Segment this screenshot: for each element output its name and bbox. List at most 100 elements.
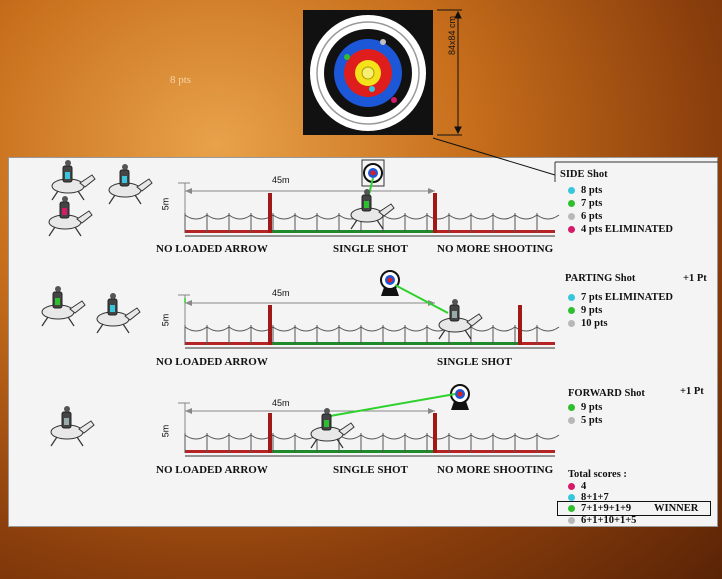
zone-post (268, 193, 272, 233)
legend-parting-bonus: +1 Pt (683, 273, 707, 284)
totals-item-winner: 7+1+9+1+9 (568, 503, 631, 514)
zone-label-no-loaded-1: NO LOADED ARROW (156, 243, 268, 255)
horse-leg-icon (48, 226, 56, 237)
distance-label-2: 45m (272, 288, 290, 298)
rider-head-icon (62, 196, 68, 202)
horse-head-icon (76, 210, 93, 224)
horse-head-icon (124, 307, 141, 321)
rider-color-icon (62, 208, 67, 215)
rider-color-icon (55, 298, 60, 305)
totals-title: Total scores : (568, 469, 627, 480)
top-note: 8 pts (170, 74, 192, 86)
horse-head-icon (79, 174, 96, 188)
zone-post (268, 413, 272, 453)
horse-leg-icon (310, 438, 318, 449)
rider-color-icon (364, 201, 369, 208)
gray-dot-icon (568, 417, 575, 425)
winner-label: WINNER (654, 503, 699, 514)
legend-side-title: SIDE Shot (560, 169, 608, 180)
zone-label-single-shot-3: SINGLE SHOT (333, 464, 408, 476)
distance-label-1: 45m (272, 175, 290, 185)
distance-arrow (185, 300, 192, 306)
horse-head-icon (69, 300, 86, 314)
green-dot-icon (568, 404, 575, 412)
gray-dot-icon (568, 213, 575, 221)
totals-item: 8+1+7 (568, 492, 609, 503)
rider-head-icon (364, 189, 370, 195)
winner-box (557, 501, 711, 516)
rider-head-icon (65, 160, 71, 166)
magenta-dot-icon (568, 483, 575, 491)
legend-side-item: 8 pts (568, 185, 602, 196)
gray-dot-icon (568, 320, 575, 328)
rider-head-icon (64, 406, 70, 412)
mini-target-center-icon (457, 391, 463, 397)
horse-leg-icon (350, 219, 358, 230)
zone-label-no-loaded-3: NO LOADED ARROW (156, 464, 268, 476)
horse-head-icon (78, 420, 95, 434)
distance-arrow (428, 408, 435, 414)
rider-color-icon (110, 305, 115, 312)
horse-head-icon (378, 203, 395, 217)
legend-forward-bonus: +1 Pt (680, 386, 704, 397)
horse-leg-icon (464, 329, 472, 340)
zone-label-no-loaded-2: NO LOADED ARROW (156, 356, 268, 368)
archery-target-icon (310, 15, 426, 131)
rider-head-icon (122, 164, 128, 170)
zone-label-single-shot-1: SINGLE SHOT (333, 243, 408, 255)
rider-color-icon (64, 418, 69, 425)
mini-target-center-icon (387, 277, 393, 283)
distance-arrow (428, 300, 435, 306)
cyan-dot-icon (568, 187, 575, 195)
horse-head-icon (136, 178, 153, 192)
cyan-dot-icon (568, 294, 575, 302)
shot-line (394, 284, 449, 314)
shot-line (329, 393, 456, 417)
height-label-2: 5m (160, 313, 171, 327)
zone-post (268, 305, 272, 345)
green-dot-icon (568, 200, 575, 208)
rider-head-icon (324, 408, 330, 414)
horse-leg-icon (122, 323, 130, 334)
zone-label-no-more-1: NO MORE SHOOTING (437, 243, 554, 255)
zone-post (433, 193, 437, 233)
legend-side-item: 6 pts (568, 211, 602, 222)
legend-forward-item: 9 pts (568, 402, 602, 413)
horse-head-icon (466, 313, 483, 327)
horse-leg-icon (77, 190, 85, 201)
fence-rope (184, 434, 560, 440)
horse-head-icon (338, 422, 355, 436)
rider-color-icon (65, 172, 70, 179)
target-image (303, 10, 433, 135)
gray-dot-icon (568, 517, 575, 525)
horse-leg-icon (50, 436, 58, 447)
horse-leg-icon (67, 316, 75, 327)
zone-label-no-more-3: NO MORE SHOOTING (437, 464, 554, 476)
distance-arrow (185, 188, 192, 194)
horse-leg-icon (76, 436, 84, 447)
green-dot-icon (568, 505, 575, 513)
legend-parting-item: 9 pts (568, 305, 602, 316)
fence-rope (184, 326, 560, 332)
green-dot-icon (568, 307, 575, 315)
target-frame (361, 159, 385, 187)
ground-green (270, 230, 435, 233)
target-dimension-label: 84x84 cm (447, 15, 457, 55)
mini-target-center-icon (370, 170, 376, 176)
legend-parting-item: 7 pts ELIMINATED (568, 292, 673, 303)
rider-head-icon (110, 293, 116, 299)
legend-side-item: 7 pts (568, 198, 602, 209)
rider-head-icon (55, 286, 61, 292)
horse-leg-icon (74, 226, 82, 237)
ground-green (270, 450, 435, 453)
rider-color-icon (122, 176, 127, 183)
totals-item: 4 (568, 481, 586, 492)
distance-label-3: 45m (272, 398, 290, 408)
horse-leg-icon (41, 316, 49, 327)
magenta-dot-icon (568, 226, 575, 234)
legend-side-item: 4 pts ELIMINATED (568, 224, 673, 235)
legend-forward-title: FORWARD Shot (568, 388, 645, 399)
legend-forward-item: 5 pts (568, 415, 602, 426)
distance-arrow (185, 408, 192, 414)
